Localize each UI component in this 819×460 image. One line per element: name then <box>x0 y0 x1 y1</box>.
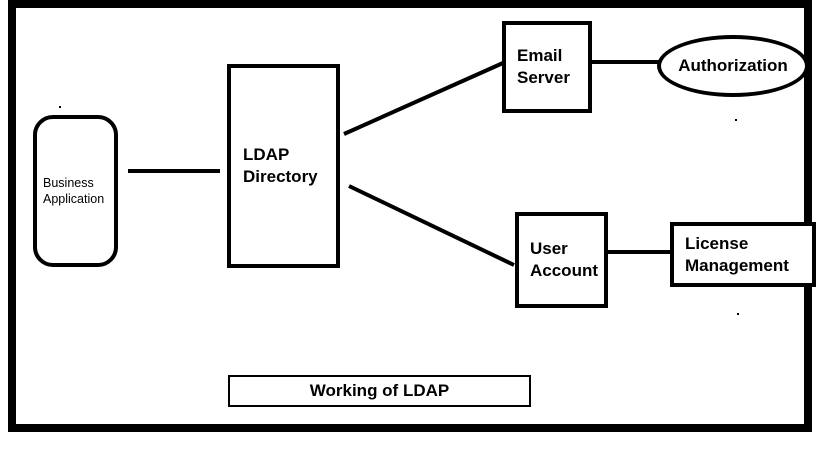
node-license-management[interactable]: License Management <box>670 222 816 287</box>
node-user-account-label: User Account <box>530 239 598 280</box>
node-ldap-directory[interactable]: LDAP Directory <box>227 64 340 268</box>
node-business-application[interactable]: Business Application <box>33 115 118 267</box>
node-email-server-label: Email Server <box>517 46 570 87</box>
node-ldap-directory-label: LDAP Directory <box>243 145 318 186</box>
node-authorization-label: Authorization <box>678 56 788 76</box>
scan-speck-icon <box>59 106 61 108</box>
scan-speck-icon <box>735 119 737 121</box>
diagram-caption-label: Working of LDAP <box>309 381 450 400</box>
node-authorization[interactable]: Authorization <box>657 35 809 97</box>
node-user-account[interactable]: User Account <box>515 212 608 308</box>
node-business-application-label: Business Application <box>43 176 105 206</box>
scan-speck-icon <box>737 313 739 315</box>
node-license-management-label: License Management <box>685 233 789 275</box>
diagram-caption-box: Working of LDAP <box>228 375 531 407</box>
node-email-server[interactable]: Email Server <box>502 21 592 113</box>
